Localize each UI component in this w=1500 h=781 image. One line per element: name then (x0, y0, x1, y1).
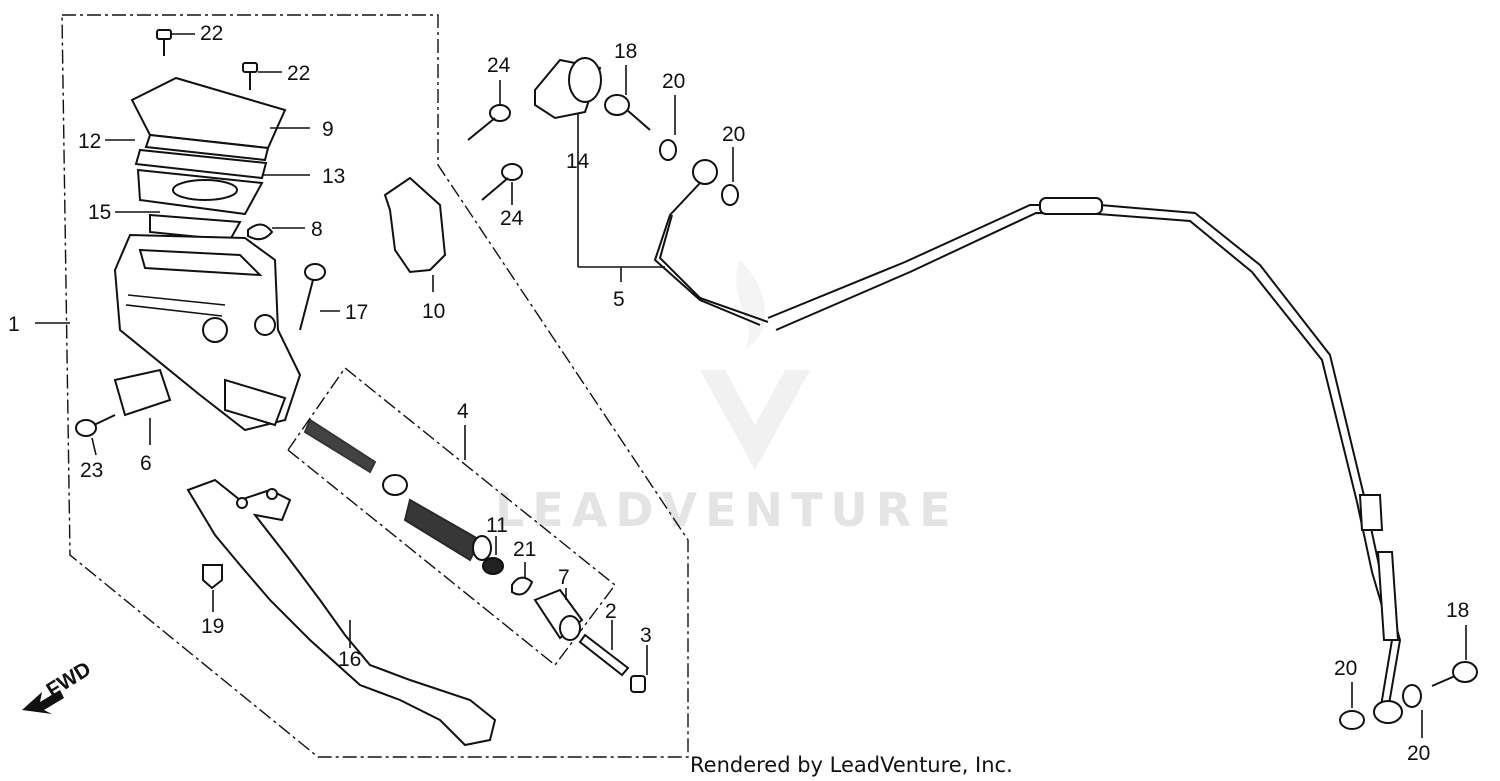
callout-24-bottom: 24 (500, 207, 524, 230)
brake-lever-16 (186, 478, 497, 747)
nut-3 (630, 645, 648, 693)
render-credit: Rendered by LeadVenture, Inc. (690, 753, 1013, 777)
brake-switch-6 (113, 368, 172, 445)
rubber-cover-14 (534, 57, 665, 268)
pivot-bolt-19 (202, 564, 223, 612)
fwd-label: FWD (42, 657, 95, 702)
screw-23 (75, 414, 116, 456)
plate-12 (134, 148, 268, 180)
callout-12: 12 (78, 130, 101, 153)
cup-4 (382, 474, 408, 496)
callout-18-top: 18 (614, 40, 637, 63)
callout-7: 7 (558, 566, 570, 589)
callout-24-top: 24 (487, 54, 511, 77)
callout-3: 3 (640, 624, 652, 647)
washer-20-a (659, 95, 677, 161)
callout-9: 9 (322, 118, 334, 141)
spring-4 (303, 418, 377, 474)
washer-20-b (721, 147, 739, 206)
callout-20-d: 20 (1407, 742, 1430, 765)
bolt-24-top (467, 80, 511, 141)
callout-6: 6 (140, 452, 152, 475)
reservoir-cap-9 (130, 76, 287, 162)
piston-kit-box (287, 366, 616, 666)
diaphragm-13 (136, 168, 264, 216)
callout-10: 10 (422, 300, 445, 323)
callout-14: 14 (566, 150, 590, 173)
callout-20-a: 20 (662, 70, 685, 93)
callout-4: 4 (457, 400, 469, 423)
holder-10 (383, 176, 447, 292)
forward-direction-indicator: FWD (22, 657, 95, 714)
callout-17: 17 (345, 301, 368, 324)
callout-20-b: 20 (722, 123, 745, 146)
watermark-logo (700, 260, 810, 470)
bolt-17 (299, 263, 340, 331)
callout-8: 8 (311, 218, 323, 241)
washer-11 (482, 536, 504, 575)
callout-15: 15 (88, 201, 111, 224)
callout-23: 23 (80, 459, 103, 482)
circlip-21 (511, 562, 534, 596)
piston-4 (403, 498, 492, 562)
callout-22-top: 22 (200, 22, 223, 45)
callout-18-bottom: 18 (1446, 599, 1469, 622)
boot-7 (533, 588, 584, 641)
callout-19: 19 (201, 615, 224, 638)
callout-5: 5 (613, 288, 625, 311)
callout-16: 16 (338, 648, 361, 671)
callout-20-c: 20 (1334, 657, 1357, 680)
callout-1: 1 (8, 313, 20, 336)
washer-20-d (1402, 684, 1423, 738)
bolt-24-bottom (481, 163, 523, 205)
callout-11: 11 (486, 514, 508, 537)
callout-22-second: 22 (287, 62, 310, 85)
screw-22-top (156, 29, 195, 56)
callout-21: 21 (513, 538, 536, 561)
callout-2: 2 (605, 600, 617, 623)
pushrod-2 (578, 620, 630, 677)
washer-20-c (1339, 682, 1365, 730)
master-cylinder-body (113, 233, 302, 432)
watermark-text: LEADVENTURE (495, 483, 959, 537)
callout-13: 13 (322, 165, 345, 188)
assembly-outline (61, 14, 689, 758)
banjo-bolt-18-bottom (1431, 625, 1478, 687)
brake-hose-5 (620, 159, 1403, 724)
banjo-bolt-18-top (604, 65, 651, 131)
clip-8 (247, 223, 305, 241)
screw-22-second (242, 62, 282, 90)
